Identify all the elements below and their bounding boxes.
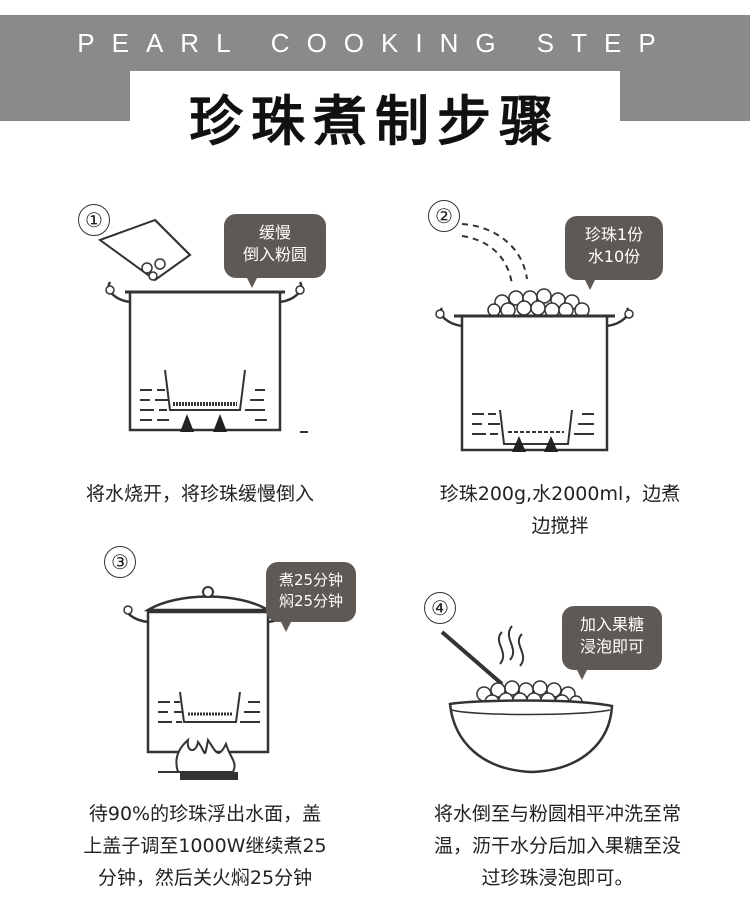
step-4-caption-line-3: 过珍珠浸泡即可。 <box>481 867 634 889</box>
header-gray-left <box>0 71 130 121</box>
step-3-bubble: 煮25分钟 焖25分钟 <box>266 562 356 622</box>
step-2-bubble-line-1: 珍珠1份 <box>584 225 644 244</box>
step-1-pot-illustration <box>97 218 308 433</box>
header-gray-right <box>620 71 750 121</box>
step-2-caption-line-1: 珍珠200g,水2000ml，边煮 <box>439 483 681 505</box>
header-band <box>0 15 750 71</box>
step-4-caption-line-1: 将水倒至与粉圆相平冲洗至常 <box>433 803 681 825</box>
step-3-caption: 待90%的珍珠浮出水面，盖 上盖子调至1000W继续煮25 分钟，然后关火焖25… <box>40 798 370 894</box>
step-2-number: ② <box>428 200 460 232</box>
step-3-bubble-tail <box>280 620 292 632</box>
step-4-caption-line-2: 温，沥干水分后加入果糖至没 <box>433 835 681 857</box>
step-4-bubble-line-2: 浸泡即可 <box>579 637 644 656</box>
step-4-bubble-tail <box>576 668 588 680</box>
step-2-bubble-line-2: 水10份 <box>587 247 641 266</box>
step-3-number: ③ <box>104 546 136 578</box>
step-1-number: ① <box>78 204 110 236</box>
step-1-bubble-tail <box>246 276 258 288</box>
step-2-pot-illustration <box>435 223 634 452</box>
step-2-bubble-tail <box>584 278 596 290</box>
step-4-bowl-illustration <box>440 625 614 774</box>
step-2-caption: 珍珠200g,水2000ml，边煮 边搅拌 <box>395 478 725 542</box>
chinese-title: 珍珠煮制步骤 <box>189 89 561 153</box>
step-3-caption-line-1: 待90%的珍珠浮出水面，盖 <box>88 803 322 825</box>
step-4-number: ④ <box>424 592 456 624</box>
step-3-caption-line-3: 分钟，然后关火焖25分钟 <box>97 867 313 889</box>
step-2-caption-line-2: 边搅拌 <box>531 515 589 537</box>
step-1-bubble-line-2: 倒入粉圆 <box>242 245 307 264</box>
step-3-bubble-line-2: 焖25分钟 <box>278 592 344 610</box>
english-title: PEARL COOKING STEP <box>77 28 673 58</box>
step-4-caption: 将水倒至与粉圆相平冲洗至常 温，沥干水分后加入果糖至没 过珍珠浸泡即可。 <box>385 798 730 894</box>
title-box <box>130 71 620 171</box>
step-4-bubble-line-1: 加入果糖 <box>579 615 644 634</box>
step-2-bubble: 珍珠1份 水10份 <box>565 216 663 280</box>
step-1-caption: 将水烧开，将珍珠缓慢倒入 <box>40 478 360 510</box>
step-1-bubble-line-1: 缓慢 <box>258 223 291 242</box>
step-1-bubble: 缓慢 倒入粉圆 <box>224 214 326 278</box>
step-3-pot-illustration <box>123 586 293 780</box>
step-3-bubble-line-1: 煮25分钟 <box>278 571 344 589</box>
step-1-caption-line-1: 将水烧开，将珍珠缓慢倒入 <box>85 483 314 505</box>
step-4-bubble: 加入果糖 浸泡即可 <box>562 606 662 670</box>
step-3-caption-line-2: 上盖子调至1000W继续煮25 <box>83 835 327 857</box>
